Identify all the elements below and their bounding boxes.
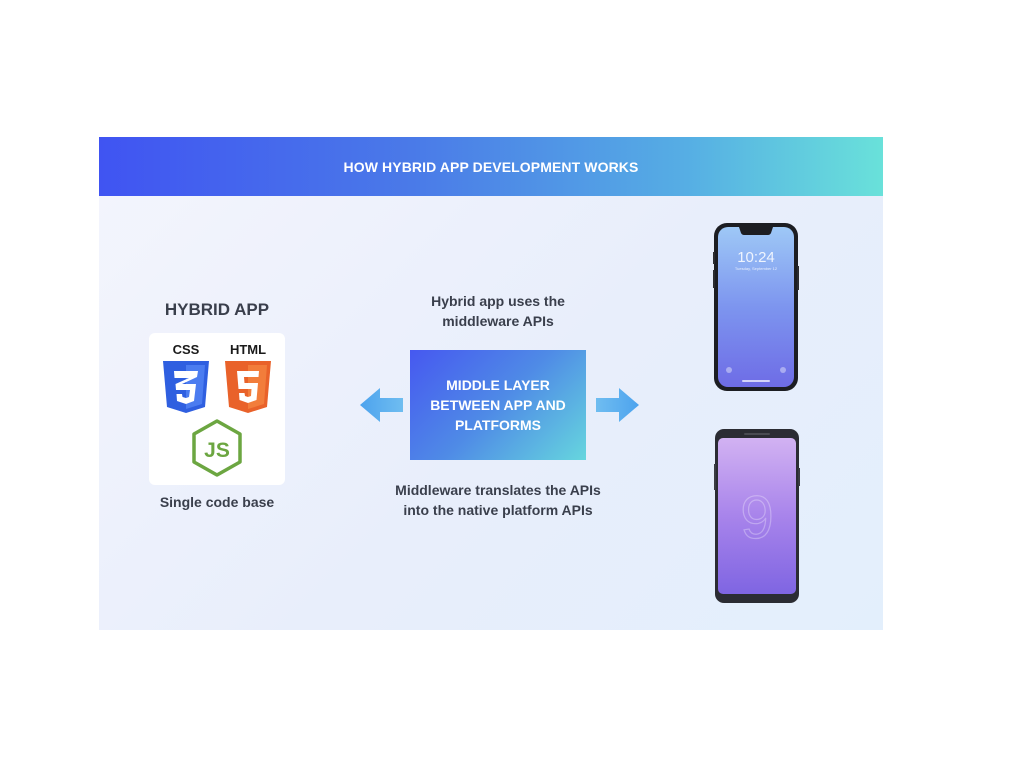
js-logo-label: JS [204,439,230,462]
hybrid-app-diagram: HOW HYBRID APP DEVELOPMENT WORKS HYBRID … [99,137,883,630]
html5-logo-icon: HTML [225,342,271,413]
iphone-device-icon: 10:24 Tuesday, September 12 [713,223,799,391]
css-logo-label: CSS [173,342,200,357]
html-logo-label: HTML [230,342,266,357]
tech-logos-panel: CSS HTML JS [149,333,285,485]
galaxy-wallpaper-digit: 9 [740,484,773,551]
css3-logo-icon: CSS [163,342,209,413]
android-device-icon: 9 [714,429,800,603]
nodejs-logo-icon: JS [192,419,242,477]
single-code-base-label: Single code base [159,494,275,510]
middle-layer-label: MIDDLE LAYER BETWEEN APP AND PLATFORMS [430,377,566,433]
hybrid-app-title: HYBRID APP [164,300,270,319]
iphone-clock-date: Tuesday, September 12 [735,266,778,271]
translation-caption: Middleware translates the APIs into the … [395,482,601,518]
header-banner: HOW HYBRID APP DEVELOPMENT WORKS [99,137,883,196]
middle-layer-box: MIDDLE LAYER BETWEEN APP AND PLATFORMS [410,350,586,460]
iphone-clock-time: 10:24 [737,249,775,266]
arrow-right-icon [596,388,639,422]
diagram-title: HOW HYBRID APP DEVELOPMENT WORKS [343,158,639,175]
arrow-left-icon [360,388,403,422]
middleware-api-caption: Hybrid app uses the middleware APIs [431,293,565,329]
